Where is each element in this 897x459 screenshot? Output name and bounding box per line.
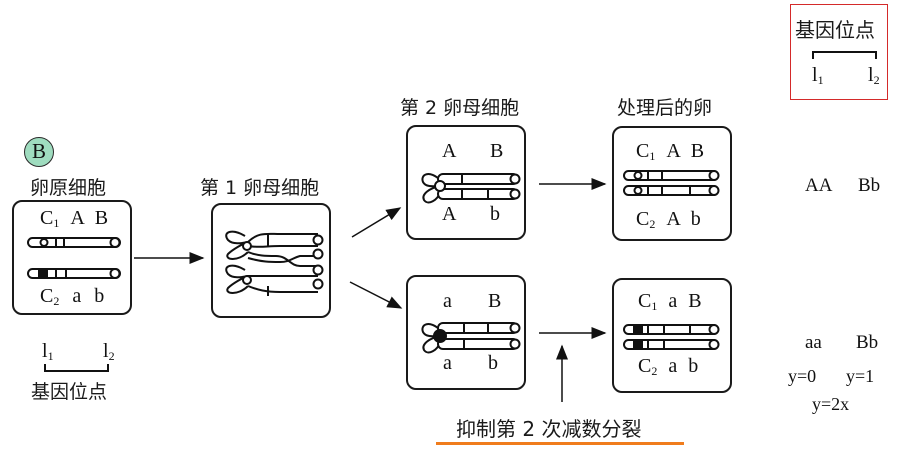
primary-oocyte-box xyxy=(211,203,331,318)
sec-top-bottom-g2: b xyxy=(490,203,500,225)
locus-l2-label: l2 xyxy=(103,340,115,363)
oogonium-title: 卵原细胞 xyxy=(30,177,107,199)
legend-l2-label: l2 xyxy=(868,64,880,87)
gene-b-label: b xyxy=(94,285,105,307)
oogonium-bottom-labels: C2 a b xyxy=(40,285,104,309)
section-badge: B xyxy=(24,137,54,167)
legend-l1-label: l1 xyxy=(812,64,824,87)
genotype-bottom-bb: Bb xyxy=(856,332,879,353)
gene-a-label: A xyxy=(70,207,84,229)
secondary-oocyte-bottom-box xyxy=(406,275,526,390)
sec-bot-g1: a xyxy=(443,290,452,312)
sec-top-g2: B xyxy=(490,140,504,162)
centromere-label: C xyxy=(40,285,54,307)
formula-y1: y=1 xyxy=(846,366,875,386)
gene-locus-caption: 基因位点 xyxy=(31,381,108,403)
treated-top-labels: C1 A B xyxy=(636,140,705,163)
suppress-meiosis-label: 抑制第 2 次减数分裂 xyxy=(456,417,642,441)
left-locus-bracket xyxy=(44,364,109,372)
formula-y2x: y=2x xyxy=(812,394,850,414)
genotype-top-aa: AA xyxy=(805,175,833,196)
treated-egg-title: 处理后的卵 xyxy=(617,97,713,119)
secondary-oocyte-title: 第 2 卵母细胞 xyxy=(400,97,520,119)
treated-egg-bottom-box xyxy=(612,278,732,393)
primary-oocyte-title: 第 1 卵母细胞 xyxy=(200,177,320,199)
orange-underline xyxy=(436,442,684,445)
genotype-bottom-aa: aa xyxy=(805,332,822,353)
oogonium-top-labels: C1 A B xyxy=(40,207,108,231)
treated-egg-top-box xyxy=(612,126,732,241)
sec-bot-bottom-g1: a xyxy=(443,352,452,374)
treated-bot-bottom-labels: C2 a b xyxy=(638,355,699,378)
secondary-oocyte-top-box xyxy=(406,125,526,240)
sec-bot-bottom-g2: b xyxy=(488,352,498,374)
genotype-top-bb: Bb xyxy=(858,175,881,196)
centromere-label: C xyxy=(40,207,54,229)
treated-bot-labels: C1 a B xyxy=(638,290,702,313)
centromere-sub: 2 xyxy=(53,294,60,308)
treated-top-bottom-labels: C2 A b xyxy=(636,208,701,231)
sec-top-g1: A xyxy=(442,140,457,162)
gene-locus-legend-caption: 基因位点 xyxy=(795,18,875,42)
gene-a-label: a xyxy=(72,285,82,307)
arrow-primary-to-secondary-bottom xyxy=(349,281,403,309)
locus-l1-label: l1 xyxy=(42,340,54,363)
sec-top-bottom-g1: A xyxy=(442,203,457,225)
oogonium-box xyxy=(12,200,132,315)
gene-b-label: B xyxy=(94,207,109,229)
formula-y0: y=0 xyxy=(788,366,817,386)
arrow-primary-to-secondary-top xyxy=(351,207,402,238)
sec-bot-g2: B xyxy=(488,290,502,312)
centromere-sub: 1 xyxy=(53,216,60,230)
gene-locus-legend-box xyxy=(790,4,888,100)
